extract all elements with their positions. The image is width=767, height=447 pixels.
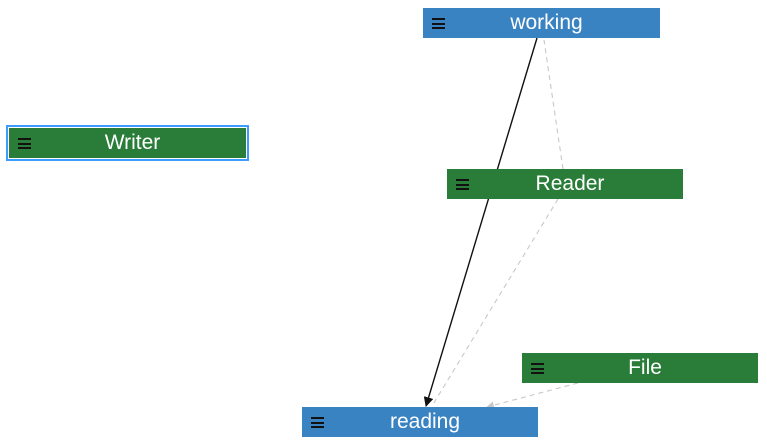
node-reading[interactable]: reading [302, 407, 538, 437]
node-reader[interactable]: Reader [447, 169, 683, 199]
hamburger-menu-icon[interactable] [531, 363, 544, 374]
node-file-label: File [628, 356, 662, 379]
hamburger-menu-icon[interactable] [432, 18, 445, 29]
node-working[interactable]: working [423, 8, 660, 38]
node-reading-label: reading [389, 410, 461, 433]
edge-reader-to-working[interactable] [543, 39, 564, 170]
node-reader-label: Reader [535, 172, 605, 195]
hamburger-menu-icon[interactable] [456, 179, 469, 190]
node-writer[interactable]: Writer [6, 125, 249, 161]
edge-file-to-reading[interactable] [486, 382, 579, 409]
hamburger-menu-icon[interactable] [18, 138, 31, 149]
node-writer-label: Writer [104, 131, 161, 154]
node-file[interactable]: File [522, 353, 758, 383]
node-working-label: working [510, 11, 583, 34]
hamburger-menu-icon[interactable] [311, 417, 324, 428]
edge-working-to-reading[interactable] [423, 37, 538, 407]
